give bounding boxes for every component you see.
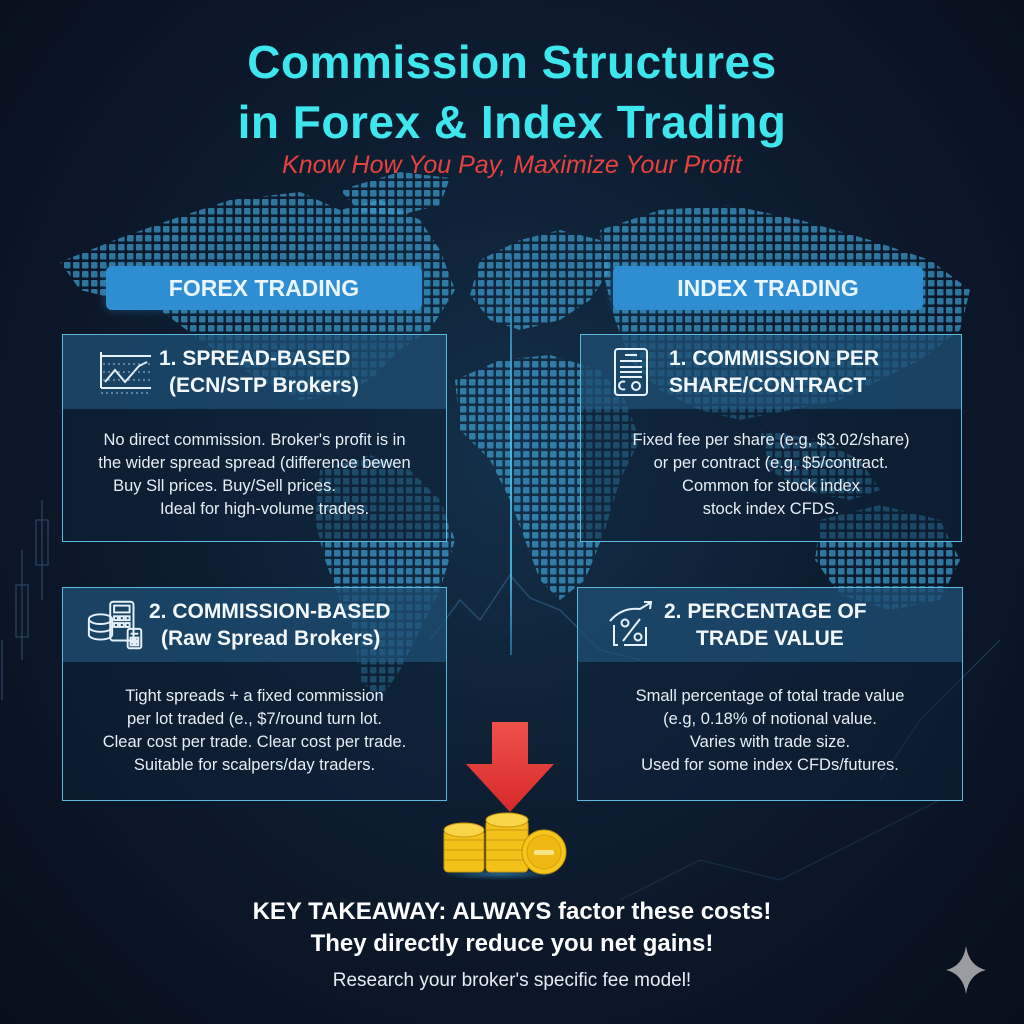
- card-body-line: Buy Sll prices. Buy/Sell prices.: [113, 477, 336, 495]
- card-body-line: stock index CFDS.: [702, 500, 840, 518]
- sparkle-icon: [946, 946, 986, 994]
- card-body-line: Ideal for high-volume trades.: [159, 500, 370, 518]
- forex-spread-based-card: 1. SPREAD-BASED (ECN/STP Brokers) No dir…: [62, 334, 447, 542]
- line-chart-icon: [93, 344, 157, 400]
- card-header: 2. COMMISSION-BASED (Raw Spread Brokers): [63, 588, 446, 662]
- page-subtitle: Know How You Pay, Maximize Your Profit: [282, 151, 742, 179]
- card-body: No direct commission. Broker's profit is…: [63, 409, 446, 541]
- card-header: 1. SPREAD-BASED (ECN/STP Brokers): [63, 335, 446, 409]
- card-title-line1: 1. COMMISSION PER: [669, 347, 880, 370]
- card-body-line: Small percentage of total trade value: [635, 687, 905, 705]
- index-commission-per-share-card: 1. COMMISSION PER SHARE/CONTRACT Fixed f…: [580, 334, 962, 542]
- percentage-growth-icon: [600, 597, 664, 653]
- gold-coins-icon: [440, 812, 567, 880]
- card-body-line: Tight spreads + a fixed commission: [125, 687, 384, 705]
- card-body-line: Used for some index CFDs/futures.: [641, 756, 899, 774]
- card-title-line1: 2. COMMISSION-BASED: [149, 600, 391, 623]
- card-body-line: No direct commission. Broker's profit is…: [103, 431, 406, 449]
- research-note: Research your broker's specific fee mode…: [332, 970, 692, 991]
- key-takeaway-line2: They directly reduce you net gains!: [310, 930, 714, 957]
- card-body-line: (e.g, 0.18% of notional value.: [663, 710, 877, 728]
- card-title-line2: SHARE/CONTRACT: [669, 374, 867, 397]
- forex-commission-based-card: 2. COMMISSION-BASED (Raw Spread Brokers)…: [62, 587, 447, 801]
- card-body-line: per lot traded (e., $7/round turn lot.: [127, 710, 382, 728]
- card-title-line2: TRADE VALUE: [696, 627, 844, 650]
- key-takeaway-line1: KEY TAKEAWAY: ALWAYS factor these costs!: [252, 898, 772, 925]
- card-title-line2: (ECN/STP Brokers): [169, 374, 359, 397]
- card-header: 2. PERCENTAGE OF TRADE VALUE: [578, 588, 962, 662]
- card-body-line: Suitable for scalpers/day traders.: [133, 756, 376, 774]
- card-title-line1: 1. SPREAD-BASED: [159, 347, 351, 370]
- card-body-line: or per contract (e.g, $5/contract.: [653, 454, 889, 472]
- card-title-line1: 2. PERCENTAGE OF: [664, 600, 867, 623]
- card-body-line: Fixed fee per share (e.g, $3.02/share): [632, 431, 910, 449]
- coins-calculator-icon: [85, 597, 149, 653]
- forex-trading-header: FOREX TRADING: [106, 266, 422, 310]
- page-title-line2: in Forex & Index Trading: [237, 96, 787, 148]
- index-percentage-of-trade-value-card: 2. PERCENTAGE OF TRADE VALUE Small perce…: [577, 587, 963, 801]
- down-arrow-icon: [466, 722, 554, 812]
- card-body: Fixed fee per share (e.g, $3.02/share) o…: [581, 409, 961, 541]
- card-body: Small percentage of total trade value (e…: [578, 662, 962, 800]
- contract-document-icon: [599, 344, 663, 400]
- card-body-line: the wider spread spread (difference bewe…: [98, 454, 411, 472]
- card-body-line: Common for stock index: [682, 477, 860, 495]
- card-body-line: Clear cost per trade. Clear cost per tra…: [102, 733, 407, 751]
- column-divider: [510, 255, 512, 655]
- card-body: Tight spreads + a fixed commission per l…: [63, 662, 446, 800]
- card-body-line: Varies with trade size.: [689, 733, 851, 751]
- card-title-line2: (Raw Spread Brokers): [161, 627, 381, 650]
- card-header: 1. COMMISSION PER SHARE/CONTRACT: [581, 335, 961, 409]
- index-trading-header: INDEX TRADING: [613, 266, 923, 310]
- page-title-line1: Commission Structures: [247, 36, 777, 88]
